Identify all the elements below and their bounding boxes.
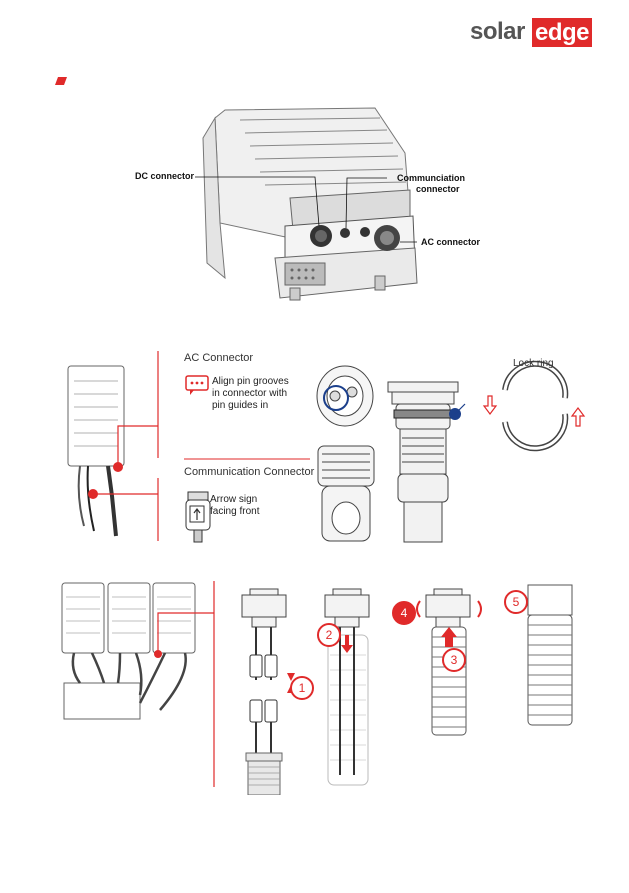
logo-text-solar: solar bbox=[470, 18, 525, 45]
lock-ring-label: Lock ring bbox=[513, 358, 554, 369]
note-marker-icon bbox=[55, 77, 67, 85]
comm-connector-label-line1: Communciation bbox=[397, 173, 466, 183]
comm-connector-title: Communication Connector bbox=[184, 466, 315, 478]
align-note-line2: in connector with bbox=[212, 388, 288, 399]
arrow-sign-note: Arrow sign facing front bbox=[210, 494, 259, 518]
step-3-badge: 3 bbox=[442, 648, 466, 672]
connector-detail-drawing bbox=[67, 351, 586, 543]
align-note-line3: pin guides in bbox=[212, 400, 269, 411]
step-4-badge: 4 bbox=[392, 601, 416, 625]
arrow-note-line1: Arrow sign bbox=[210, 494, 258, 505]
logo-text-edge: edge bbox=[532, 18, 593, 47]
align-pin-note: Align pin grooves in connector with pin … bbox=[212, 376, 289, 412]
solaredge-logo: solar edge bbox=[470, 18, 598, 48]
comm-connector-label-line2: connector bbox=[416, 184, 460, 194]
step-1-badge: 1 bbox=[290, 676, 314, 700]
arrow-note-line2: facing front bbox=[210, 506, 260, 517]
conduit-drawing bbox=[61, 581, 573, 795]
step-5-badge: 5 bbox=[504, 590, 528, 614]
ac-connector-label: AC connector bbox=[421, 237, 481, 247]
ac-comm-connector-figure: AC Connector Align pin grooves in connec… bbox=[60, 346, 600, 546]
ac-connector-title: AC Connector bbox=[184, 352, 254, 364]
inverter-connectors-figure: DC connector Communciation connector AC … bbox=[125, 98, 505, 308]
inverter-drawing bbox=[195, 107, 418, 301]
step-2-badge: 2 bbox=[317, 623, 341, 647]
align-note-line1: Align pin grooves bbox=[212, 376, 289, 387]
conduit-installation-figure: 1 2 3 4 5 bbox=[40, 575, 610, 795]
dc-connector-label: DC connector bbox=[135, 171, 195, 181]
